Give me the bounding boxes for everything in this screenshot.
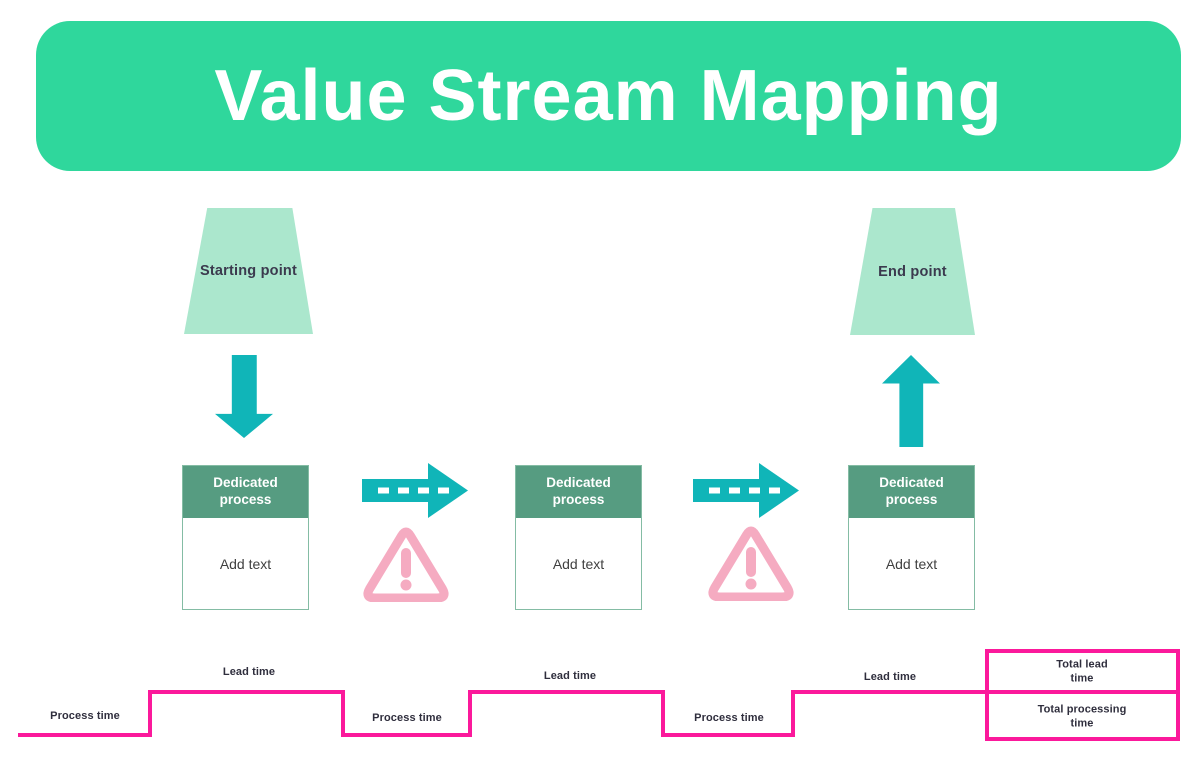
dashed-arrow-right-icon bbox=[362, 463, 468, 518]
process-time-label: Process time bbox=[694, 711, 764, 724]
process-time-label: Process time bbox=[372, 711, 442, 724]
warning-triangle-icon bbox=[708, 526, 794, 601]
process-header: Dedicated process bbox=[183, 466, 308, 518]
process-box-1: Dedicated process Add text bbox=[182, 465, 309, 610]
add-text-placeholder[interactable]: Add text bbox=[552, 555, 605, 572]
page-title: Value Stream Mapping bbox=[214, 56, 1003, 136]
lead-time-label: Lead time bbox=[222, 665, 276, 678]
add-text-placeholder[interactable]: Add text bbox=[885, 555, 938, 572]
dashed-arrow-right-icon bbox=[693, 463, 799, 518]
totals-box bbox=[985, 649, 1180, 741]
arrow-down-icon bbox=[215, 355, 273, 438]
process-box-3: Dedicated process Add text bbox=[848, 465, 975, 610]
total-lead-time-label: Total lead time bbox=[1056, 658, 1108, 685]
starting-point-shape: Starting point bbox=[184, 208, 313, 334]
title-banner: Value Stream Mapping bbox=[36, 21, 1181, 171]
end-point-shape: End point bbox=[850, 208, 975, 335]
total-processing-time-label: Total processing time bbox=[1037, 703, 1127, 730]
end-point-label: End point bbox=[878, 263, 947, 280]
process-header: Dedicated process bbox=[516, 466, 641, 518]
process-header: Dedicated process bbox=[849, 466, 974, 518]
lead-time-label: Lead time bbox=[543, 669, 597, 682]
starting-point-label: Starting point bbox=[199, 263, 298, 279]
timeline-step-line bbox=[18, 649, 1180, 741]
add-text-placeholder[interactable]: Add text bbox=[219, 555, 272, 572]
process-time-label: Process time bbox=[50, 709, 120, 722]
warning-triangle-icon bbox=[363, 527, 449, 602]
arrow-up-icon bbox=[882, 355, 940, 447]
lead-time-label: Lead time bbox=[863, 670, 917, 683]
process-box-2: Dedicated process Add text bbox=[515, 465, 642, 610]
